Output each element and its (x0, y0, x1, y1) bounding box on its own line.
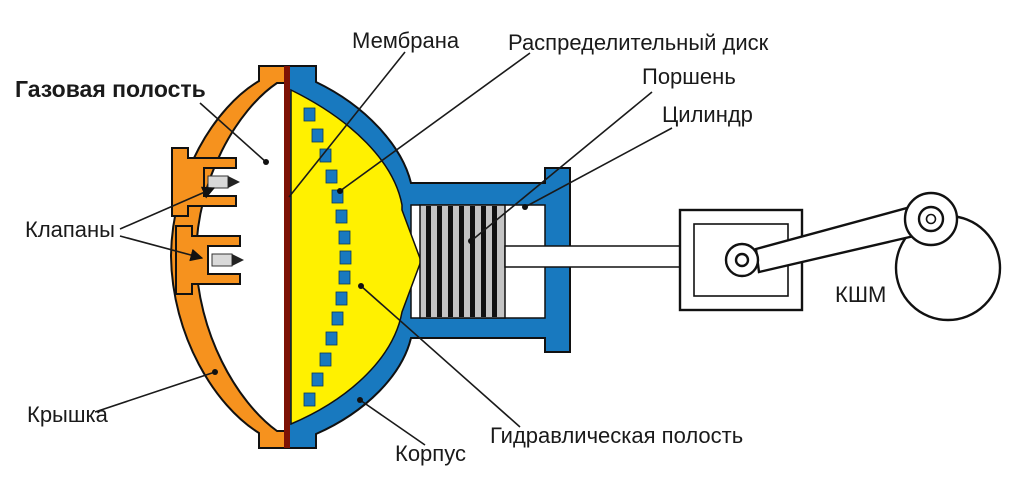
leader-housing (359, 399, 426, 446)
leader-piston (470, 91, 653, 242)
crank-mechanism (678, 191, 1002, 322)
label-piston: Поршень (642, 64, 736, 89)
leader-hydraulic-cavity (360, 285, 521, 428)
label-hydraulic-cavity: Гидравлическая полость (490, 423, 743, 448)
label-cylinder: Цилиндр (662, 102, 753, 127)
membrane-shape (284, 66, 290, 448)
piston-rod (504, 245, 686, 268)
label-distribution-disk: Распределительный диск (508, 30, 769, 55)
valve-bottom-poppet (211, 253, 233, 267)
leader-distribution-disk (339, 52, 531, 192)
label-gas-cavity: Газовая полость (15, 76, 206, 102)
hydraulic-cavity-shape (290, 88, 422, 426)
label-crank-mechanism: КШМ (835, 282, 886, 307)
label-membrane: Мембрана (352, 28, 460, 53)
distribution-disk-holes (303, 107, 352, 407)
label-cover: Крышка (27, 402, 109, 427)
leader-cover (94, 371, 216, 413)
crank-pin (903, 191, 959, 247)
valve-bottom (175, 225, 244, 295)
leader-valve-top (119, 186, 216, 230)
leader-lines (94, 51, 673, 446)
leader-gas-cavity (199, 102, 267, 163)
leader-cylinder (524, 127, 673, 208)
label-valves: Клапаны (25, 217, 115, 242)
leader-valve-bottom (119, 235, 204, 262)
valve-top-poppet (207, 175, 229, 189)
label-housing: Корпус (395, 441, 466, 466)
labels: Мембрана Распределительный диск Газовая … (15, 28, 886, 466)
piston-shape (419, 204, 506, 319)
crosshead-pin (724, 242, 760, 278)
leader-membrane (288, 51, 406, 198)
piston-rings (426, 206, 497, 317)
